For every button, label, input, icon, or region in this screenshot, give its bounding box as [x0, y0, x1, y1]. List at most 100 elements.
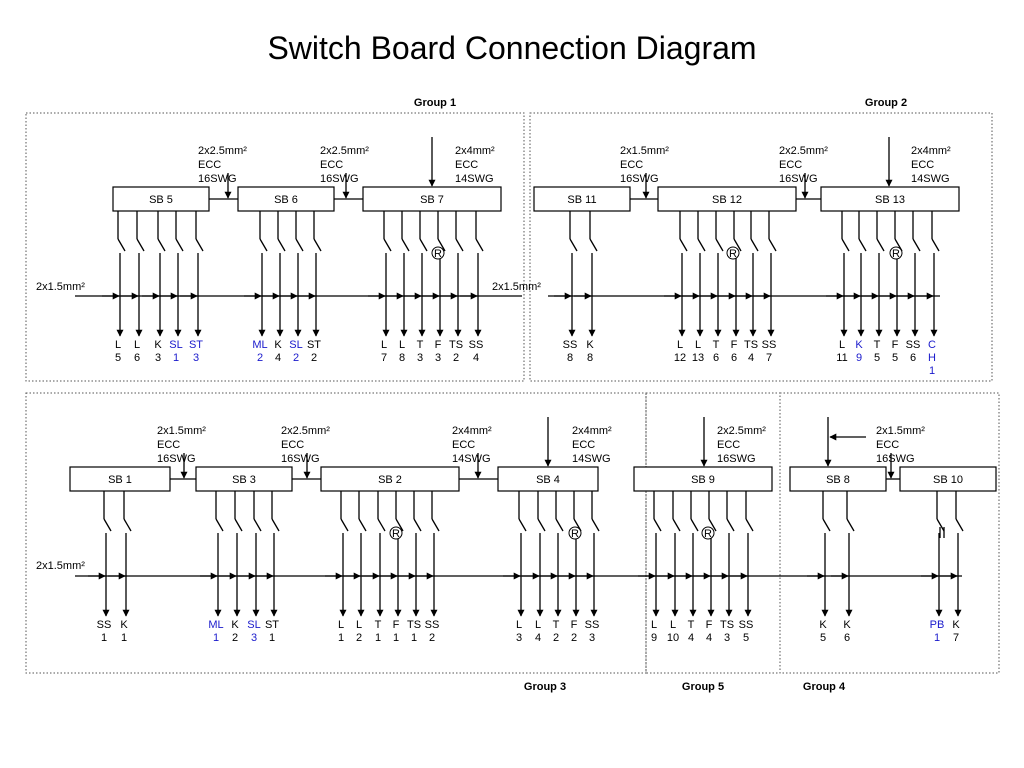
- switch-contact: [846, 518, 855, 532]
- group-label: Group 1: [414, 97, 456, 109]
- switch-board-label: SB 9: [691, 474, 715, 486]
- switch-contact: [715, 238, 724, 252]
- switch-board-label: SB 2: [378, 474, 402, 486]
- switch-board-label: SB 11: [567, 194, 596, 206]
- switch-board-box: [657, 186, 797, 212]
- switch-board-box: [820, 186, 960, 212]
- bus-label: 2x1.5mm²: [36, 560, 85, 572]
- group-frame: [779, 392, 1000, 674]
- switch-contact: [295, 238, 304, 252]
- switch-contact: [313, 238, 322, 252]
- switch-contact: [259, 238, 268, 252]
- regulator-symbol: [568, 526, 582, 540]
- regulator-symbol: [889, 246, 903, 260]
- regulator-symbol-label: R: [892, 248, 900, 260]
- regulator-symbol-label: R: [729, 248, 737, 260]
- switch-contact: [431, 518, 440, 532]
- switch-contact: [745, 518, 754, 532]
- switch-board-label: SB 10: [933, 474, 963, 486]
- switch-contact: [750, 238, 759, 252]
- switch-contact: [117, 238, 126, 252]
- switch-contact: [653, 518, 662, 532]
- switch-contact: [395, 518, 404, 532]
- switch-contact: [955, 518, 964, 532]
- group-label: Group 3: [524, 681, 566, 693]
- switch-board-box: [497, 466, 599, 492]
- regulator-symbol: [726, 246, 740, 260]
- switch-contact: [234, 518, 243, 532]
- switch-contact: [537, 518, 546, 532]
- switch-board-box: [633, 466, 773, 492]
- switch-contact: [726, 518, 735, 532]
- switch-contact: [157, 238, 166, 252]
- switch-contact: [555, 518, 564, 532]
- switch-board-box: [320, 466, 460, 492]
- switch-contact: [277, 238, 286, 252]
- switch-contact: [401, 238, 410, 252]
- diagram-title: Switch Board Connection Diagram: [267, 30, 757, 66]
- switch-contact: [858, 238, 867, 252]
- switch-contact: [175, 238, 184, 252]
- switch-board-label: SB 6: [274, 194, 298, 206]
- switch-contact: [912, 238, 921, 252]
- switch-contact: [569, 238, 578, 252]
- group-frame: [25, 112, 525, 382]
- switch-contact: [690, 518, 699, 532]
- switch-contact: [518, 518, 527, 532]
- switch-board-label: SB 8: [826, 474, 850, 486]
- switch-contact: [936, 518, 945, 532]
- switch-board-box: [899, 466, 997, 492]
- switch-contact: [475, 238, 484, 252]
- switch-contact: [123, 518, 132, 532]
- switch-board-box: [69, 466, 171, 492]
- switch-contact: [697, 238, 706, 252]
- group-frame: [529, 112, 993, 382]
- switch-board-box: [362, 186, 502, 212]
- switch-board-box: [533, 186, 631, 212]
- switch-contact: [591, 518, 600, 532]
- switch-board-label: SB 13: [875, 194, 905, 206]
- switch-board-label: SB 1: [108, 474, 132, 486]
- switch-board-label: SB 5: [149, 194, 173, 206]
